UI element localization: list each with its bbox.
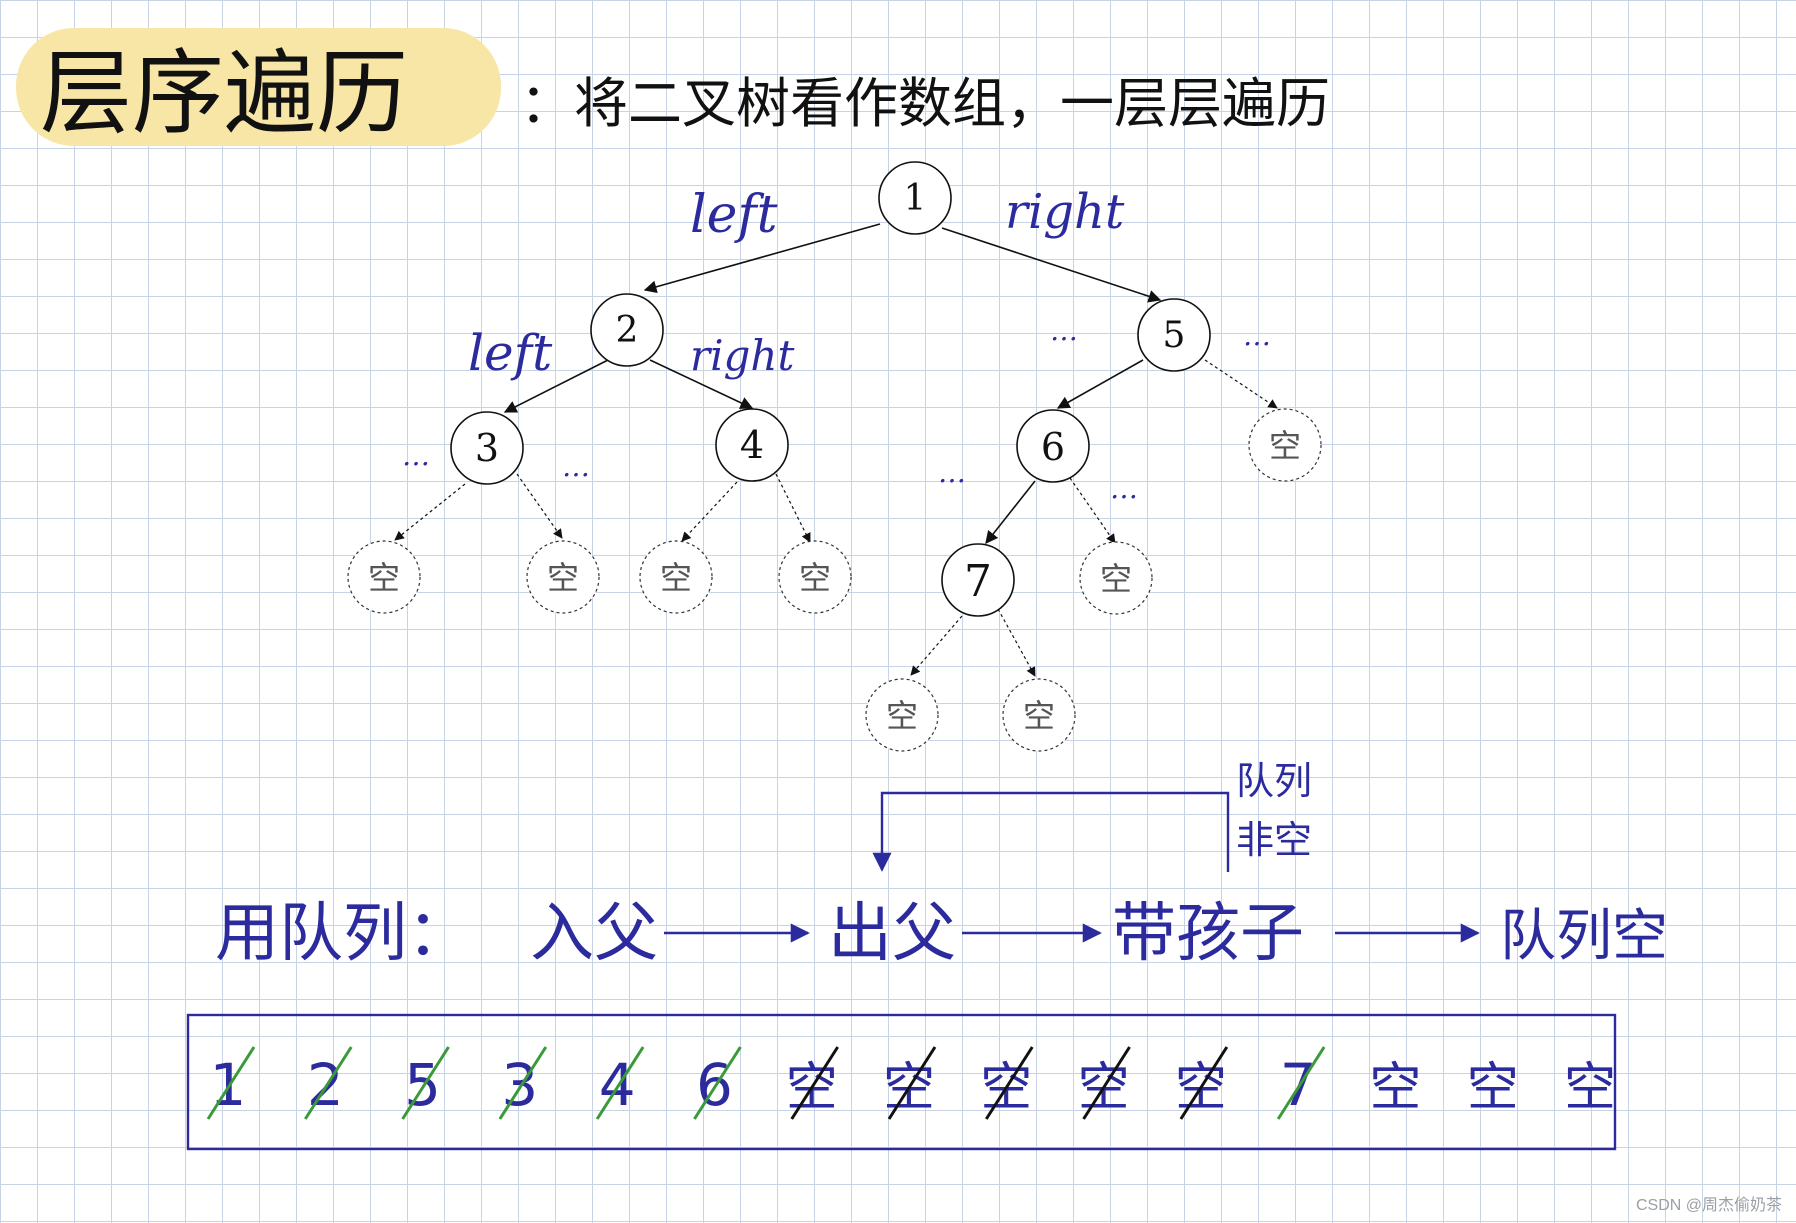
empty-node: 空	[865, 678, 939, 752]
queue-item: 空	[1564, 1058, 1616, 1118]
queue-item-strike	[595, 1046, 645, 1120]
node-6: 6	[1016, 409, 1090, 483]
node-1: 1	[878, 161, 952, 235]
edge-6-null-right	[1069, 477, 1116, 544]
page-subtitle: ：将二叉树看作数组，一层层遍历	[520, 72, 1330, 135]
svg-text:空: 空	[1023, 697, 1055, 735]
queue-item-strike	[1179, 1046, 1229, 1120]
queue-item-strike	[401, 1046, 450, 1120]
loop-arrow	[872, 791, 1230, 872]
ellipsis: …	[402, 439, 430, 472]
flow-step-2: 出父	[828, 897, 956, 971]
empty-node: 空	[347, 540, 421, 614]
label-right-2: right	[690, 331, 794, 380]
node-2: 2	[590, 293, 664, 367]
queue-item: 空	[1467, 1058, 1519, 1118]
edge-4-null-left	[681, 481, 738, 542]
flow-step-3: 带孩子	[1112, 897, 1304, 971]
ellipsis: …	[1110, 472, 1138, 505]
queue-item-strike	[985, 1046, 1034, 1120]
edge-7-null-left	[910, 615, 963, 676]
edge-5-null	[1204, 359, 1278, 409]
queue-box	[186, 1013, 1617, 1151]
svg-text:6: 6	[1041, 425, 1065, 469]
edge-6-7	[985, 480, 1036, 545]
empty-node: 空	[526, 540, 600, 614]
svg-text:空: 空	[886, 697, 918, 735]
tree-edges	[503, 223, 1162, 545]
title-highlight	[16, 28, 501, 146]
empty-node: 空	[1079, 541, 1153, 615]
ellipsis: …	[938, 456, 966, 489]
empty-node: 空	[1248, 408, 1322, 482]
tree-null-edges	[394, 359, 1278, 677]
svg-text:空: 空	[799, 559, 831, 597]
svg-text:7: 7	[964, 556, 992, 607]
tree-nodes: 1 2 5 3 4 6 7	[450, 161, 1211, 617]
svg-text:2: 2	[616, 310, 639, 351]
ellipsis: …	[562, 450, 590, 483]
page-title: 层序遍历	[40, 40, 408, 147]
edge-3-null-right	[516, 473, 563, 539]
queue-item-strike	[1082, 1046, 1131, 1120]
label-left-2: left	[468, 324, 553, 382]
flow-step-1: 入父	[530, 897, 658, 971]
queue-item-strike	[304, 1046, 353, 1120]
node-7: 7	[941, 543, 1015, 617]
ellipsis: …	[1050, 314, 1078, 347]
queue-item-strike	[790, 1046, 839, 1120]
edge-1-5	[941, 227, 1162, 303]
node-4: 4	[715, 408, 789, 482]
queue-item-strike	[887, 1046, 937, 1120]
flow-prefix: 用队列：	[215, 897, 471, 971]
edge-1-2	[643, 223, 881, 294]
loop-label-line2: 非空	[1236, 818, 1312, 862]
svg-text:1: 1	[904, 178, 927, 219]
queue-item-strike	[693, 1046, 742, 1120]
empty-node: 空	[778, 540, 852, 614]
svg-text:空: 空	[1269, 427, 1301, 465]
empty-node: 空	[639, 540, 713, 614]
label-left-top: left	[690, 185, 778, 245]
svg-text:3: 3	[475, 426, 499, 470]
svg-text:空: 空	[1100, 560, 1132, 598]
label-right-top: right	[1005, 184, 1125, 240]
queue-items: 125346空空空空空7空空空	[206, 1046, 1616, 1120]
watermark: CSDN @周杰偷奶茶	[1635, 1197, 1782, 1214]
edge-3-null-left	[394, 483, 466, 541]
queue-item: 空	[1369, 1058, 1421, 1118]
queue-item-strike	[206, 1046, 256, 1120]
tree-empty-nodes: 空 空 空 空 空 空 空 空	[347, 408, 1322, 752]
node-3: 3	[450, 411, 524, 485]
svg-text:空: 空	[368, 559, 400, 597]
svg-text:空: 空	[547, 559, 579, 597]
ellipsis: …	[1243, 319, 1271, 352]
svg-text:4: 4	[740, 423, 764, 467]
node-5: 5	[1137, 298, 1211, 372]
queue-item-strike	[1276, 1046, 1326, 1120]
edge-4-null-right	[775, 473, 811, 543]
svg-text:5: 5	[1163, 315, 1186, 356]
edge-2-3	[503, 359, 609, 413]
edge-5-6	[1056, 359, 1144, 409]
empty-node: 空	[1002, 678, 1076, 752]
queue-item-strike	[498, 1046, 548, 1120]
flow-step-4: 队列空	[1500, 904, 1668, 969]
edge-labels: left right left right … … … … … …	[402, 184, 1271, 505]
svg-text:空: 空	[660, 559, 692, 597]
loop-label-line1: 队列	[1236, 759, 1312, 803]
edge-7-null-right	[997, 608, 1036, 677]
edge-2-4	[649, 359, 754, 409]
